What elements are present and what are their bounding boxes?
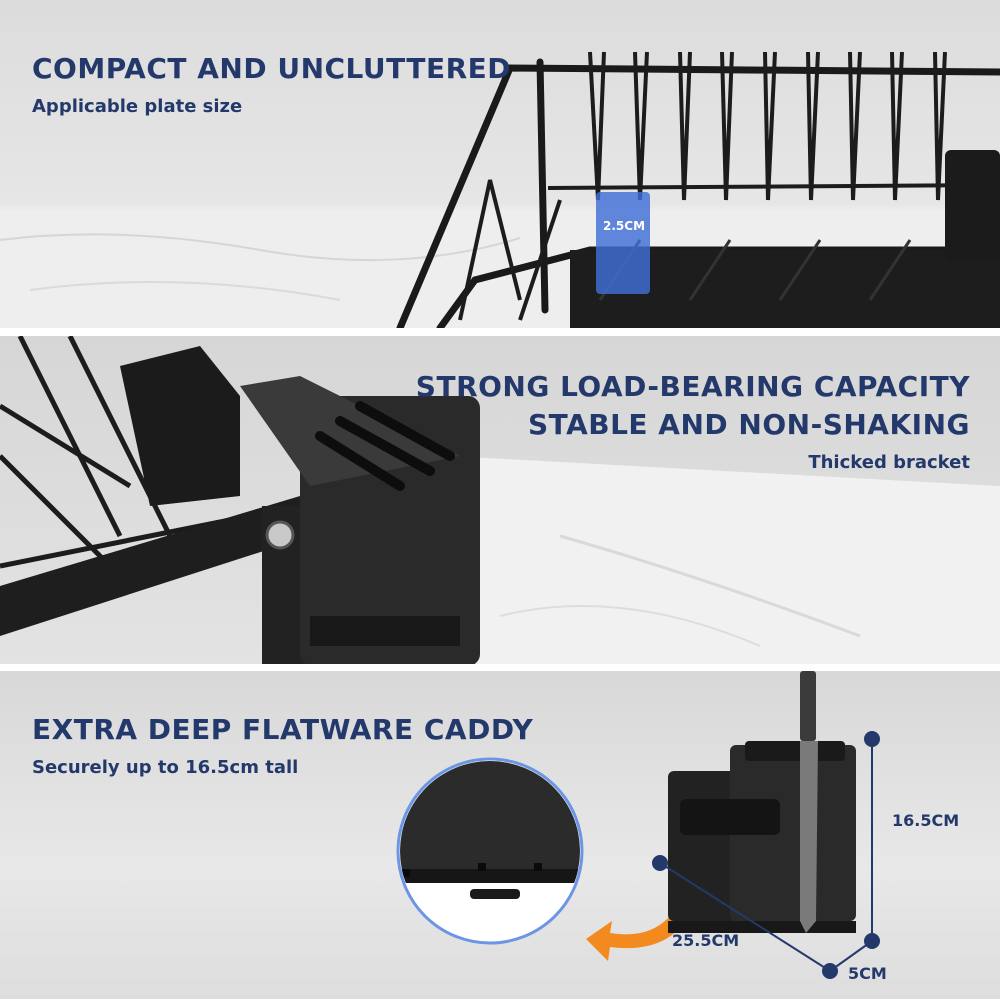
length-dimension-label: 25.5CM	[672, 931, 740, 950]
height-dimension-label: 16.5CM	[892, 811, 960, 830]
divider	[0, 664, 1000, 671]
plate-gap-label: 2.5CM	[603, 219, 646, 233]
panel-flatware-caddy: EXTRA DEEP FLATWARE CADDY Securely up to…	[0, 671, 1000, 999]
section3-subtitle: Securely up to 16.5cm tall	[32, 757, 299, 778]
panel-load-bearing: STRONG LOAD-BEARING CAPACITY STABLE AND …	[0, 336, 1000, 664]
section1-subtitle: Applicable plate size	[32, 96, 243, 117]
bracket-illustration	[0, 336, 1000, 664]
section1-title: COMPACT AND UNCLUTTERED	[32, 52, 512, 85]
section2-title-line1: STRONG LOAD-BEARING CAPACITY	[415, 370, 970, 403]
dish-rack-illustration	[0, 51, 1000, 328]
plate-gap-highlight	[596, 192, 650, 294]
curved-arrow-icon	[586, 901, 694, 961]
section3-title: EXTRA DEEP FLATWARE CADDY	[32, 713, 534, 746]
section2-title-line2: STABLE AND NON-SHAKING	[527, 408, 970, 441]
width-dimension-label: 5CM	[848, 964, 887, 983]
section2-subtitle: Thicked bracket	[808, 452, 970, 473]
divider	[0, 328, 1000, 336]
panel-compact: COMPACT AND UNCLUTTERED Applicable plate…	[0, 0, 1000, 328]
caddy-illustration	[396, 671, 880, 979]
